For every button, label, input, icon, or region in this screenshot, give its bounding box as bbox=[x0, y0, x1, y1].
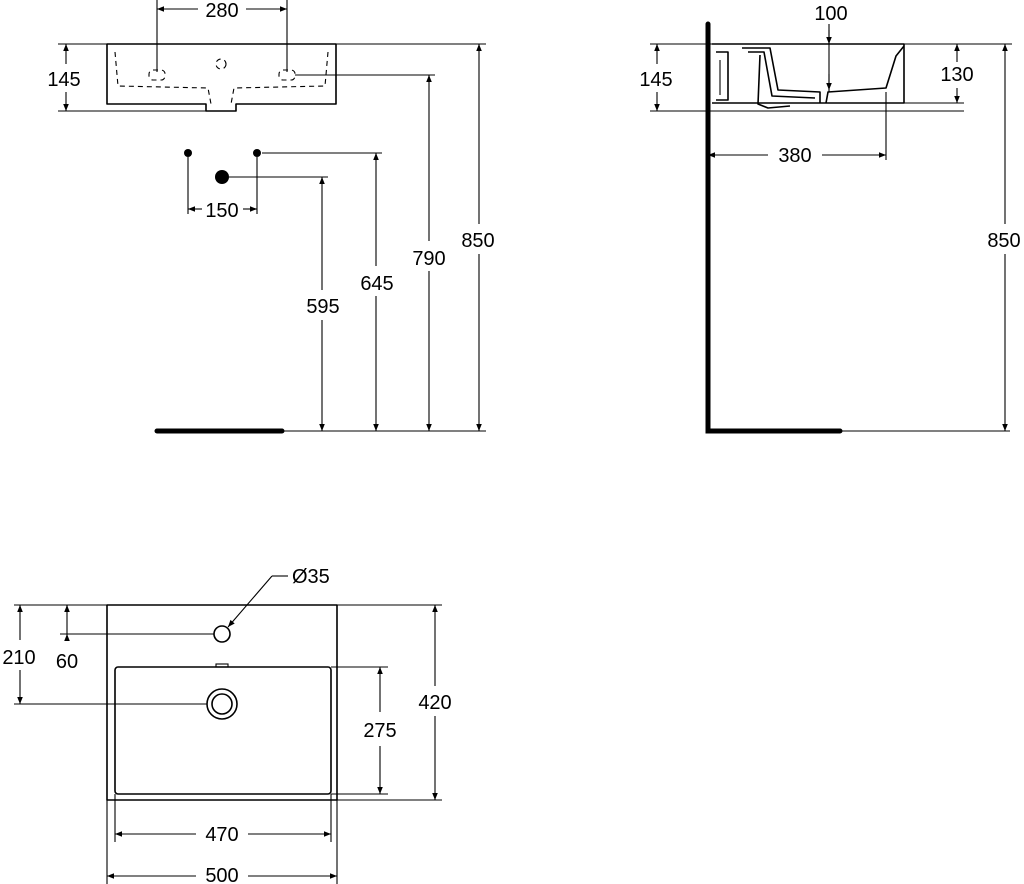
dim-bowl-width-label: 470 bbox=[205, 824, 238, 846]
dim-overflow-depth-label: 100 bbox=[814, 3, 847, 25]
dim-tap-height: 790 bbox=[412, 75, 446, 431]
dim-projection: 380 bbox=[708, 145, 886, 167]
dim-tap-hole-offset: 60 bbox=[56, 605, 78, 673]
side-wall bbox=[705, 21, 843, 434]
dim-side-basin-height-label: 145 bbox=[639, 69, 672, 91]
dim-waste-height-label: 595 bbox=[306, 296, 339, 318]
dim-tap-hole-diameter-label: Ø35 bbox=[292, 566, 330, 588]
plan-basin-outline bbox=[106, 604, 338, 801]
dim-projection-label: 380 bbox=[778, 145, 811, 167]
dim-front-basin-height: 145 bbox=[47, 43, 206, 112]
dim-valve-height-label: 645 bbox=[360, 273, 393, 295]
front-view: 280 145 150 bbox=[47, 0, 495, 434]
dim-tap-spacing-label: 280 bbox=[205, 0, 238, 22]
dim-side-basin-height: 145 bbox=[639, 44, 673, 111]
dim-waste-offset-label: 210 bbox=[2, 647, 35, 669]
dim-overall-depth: 420 bbox=[418, 605, 452, 800]
dim-bowl-depth: 130 bbox=[940, 44, 974, 103]
dim-plan-bowl-depth: 275 bbox=[363, 667, 397, 794]
front-tap-holes bbox=[148, 58, 296, 81]
dim-front-rim-height: 850 bbox=[461, 44, 495, 431]
dim-waste-offset: 210 bbox=[2, 605, 36, 704]
dim-bowl-width: 470 bbox=[115, 824, 331, 846]
dim-plan-bowl-depth-label: 275 bbox=[363, 720, 396, 742]
dim-valve-height: 645 bbox=[360, 153, 394, 431]
side-view: 100 145 130 380 850 bbox=[639, 3, 1021, 434]
plan-view: Ø35 210 60 275 bbox=[2, 566, 452, 884]
dim-valve-spacing-label: 150 bbox=[205, 200, 238, 222]
dim-tap-spacing: 280 bbox=[156, 0, 288, 72]
dim-front-basin-height-label: 145 bbox=[47, 69, 80, 91]
dim-bowl-depth-label: 130 bbox=[940, 64, 973, 86]
dim-front-rim-height-label: 850 bbox=[461, 230, 494, 252]
dim-overall-width-label: 500 bbox=[205, 865, 238, 884]
dim-overflow-depth: 100 bbox=[814, 3, 848, 90]
dim-tap-height-label: 790 bbox=[412, 248, 445, 270]
side-basin-section bbox=[712, 43, 905, 109]
dim-overall-width: 500 bbox=[107, 865, 337, 884]
front-basin-outline bbox=[106, 43, 337, 112]
supply-valves bbox=[184, 149, 261, 184]
dim-valve-spacing: 150 bbox=[187, 157, 258, 222]
dim-tap-hole-diameter: Ø35 bbox=[227, 566, 330, 628]
dim-side-rim-height: 850 bbox=[987, 44, 1021, 431]
dim-tap-hole-offset-label: 60 bbox=[56, 651, 78, 673]
plan-tap-hole bbox=[213, 625, 231, 643]
dim-waste-height: 595 bbox=[306, 177, 340, 431]
dim-overall-depth-label: 420 bbox=[418, 692, 451, 714]
dim-side-rim-height-label: 850 bbox=[987, 230, 1020, 252]
plan-waste-outlet bbox=[206, 688, 238, 720]
